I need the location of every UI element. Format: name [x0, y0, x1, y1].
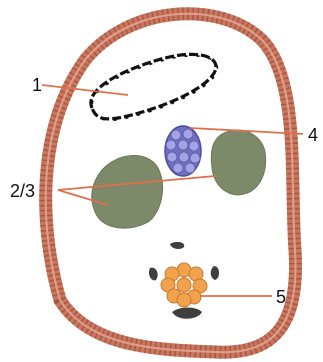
twisted-strand-ring — [91, 54, 218, 120]
green-body-right — [211, 130, 265, 195]
granule-cluster — [165, 126, 201, 176]
green-body-left — [92, 155, 163, 228]
leader-lines — [42, 85, 303, 296]
label-4: 4 — [308, 125, 318, 145]
leader-1 — [42, 85, 128, 95]
label-5: 5 — [276, 287, 286, 307]
label-2-3: 2/3 — [10, 181, 35, 201]
orange-cluster — [161, 263, 207, 307]
label-1: 1 — [32, 75, 42, 95]
